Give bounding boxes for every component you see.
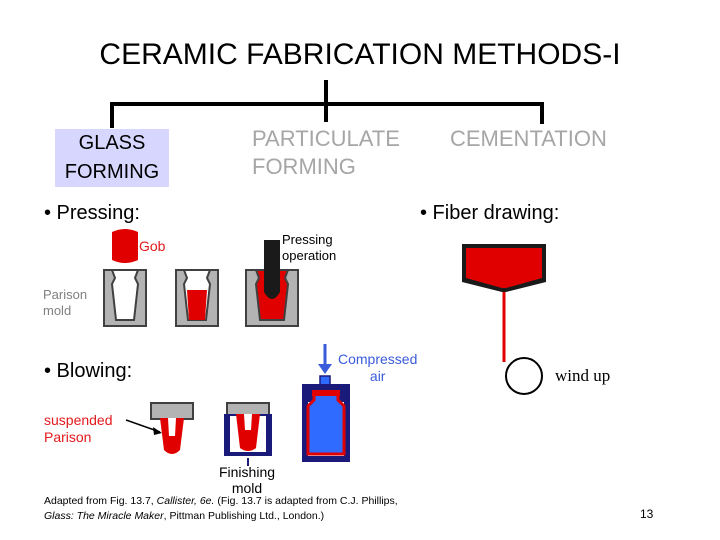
bullet-pressing: • Pressing:: [44, 202, 140, 224]
label-pressing-operation: Pressing operation: [282, 232, 337, 263]
plunger-shape: [264, 240, 280, 299]
blowing-step-3: [302, 384, 350, 462]
category-particulate-forming[interactable]: PARTICULATE FORMING: [252, 126, 400, 179]
label-gob: Gob: [139, 238, 166, 254]
blowing-step-2: [224, 402, 272, 466]
blowing-step-1: [150, 402, 194, 454]
label-parison-mold: Parison mold: [43, 287, 88, 318]
bullet-fiber-drawing: • Fiber drawing:: [420, 202, 560, 224]
page-number: 13: [640, 507, 654, 521]
page-title: CERAMIC FABRICATION METHODS-I: [99, 38, 621, 71]
suspended-parison-arrow: [125, 419, 162, 435]
label-compressed-air: Compressed air: [338, 351, 418, 384]
fiber-drawing-apparatus: [462, 244, 546, 395]
pressing-step-2-mold: [175, 269, 219, 327]
bullet-blowing: • Blowing:: [44, 360, 133, 382]
category-glass-forming[interactable]: GLASS FORMING: [55, 129, 169, 187]
tree-connector: [110, 80, 544, 128]
label-wind-up: wind up: [555, 366, 611, 385]
pressing-step-1-mold: [103, 229, 147, 327]
gob-shape: [112, 229, 138, 263]
label-suspended-parison: suspended Parison: [44, 412, 113, 445]
pressing-step-3-mold: [245, 240, 299, 327]
compressed-air-arrow: [318, 344, 332, 389]
category-cementation[interactable]: CEMENTATION: [450, 126, 607, 151]
label-finishing-mold: Finishing mold: [218, 464, 276, 496]
wind-up-spool: [505, 357, 543, 395]
figure-caption: Adapted from Fig. 13.7, Callister, 6e. (…: [44, 495, 398, 522]
